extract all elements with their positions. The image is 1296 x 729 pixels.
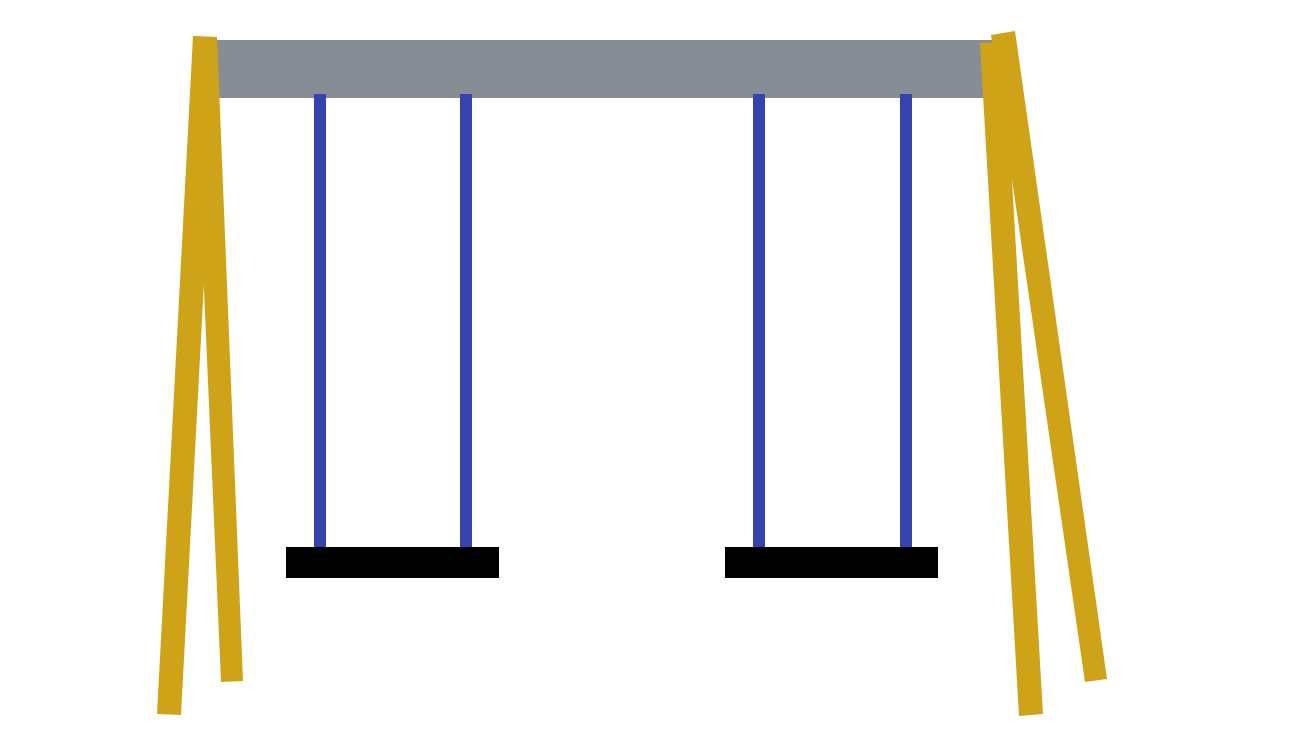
- left-swing-seat: [286, 547, 499, 578]
- left-swing-chain-right: [460, 94, 472, 549]
- right-swing-chain-left: [753, 94, 765, 549]
- right-swing-seat: [725, 547, 938, 578]
- right-front-leg: [980, 42, 1043, 716]
- left-back-leg: [193, 36, 243, 682]
- right-swing-chain-right: [900, 94, 912, 549]
- right-back-leg: [991, 31, 1107, 682]
- left-swing-chain-left: [314, 94, 326, 549]
- crossbar: [206, 40, 996, 98]
